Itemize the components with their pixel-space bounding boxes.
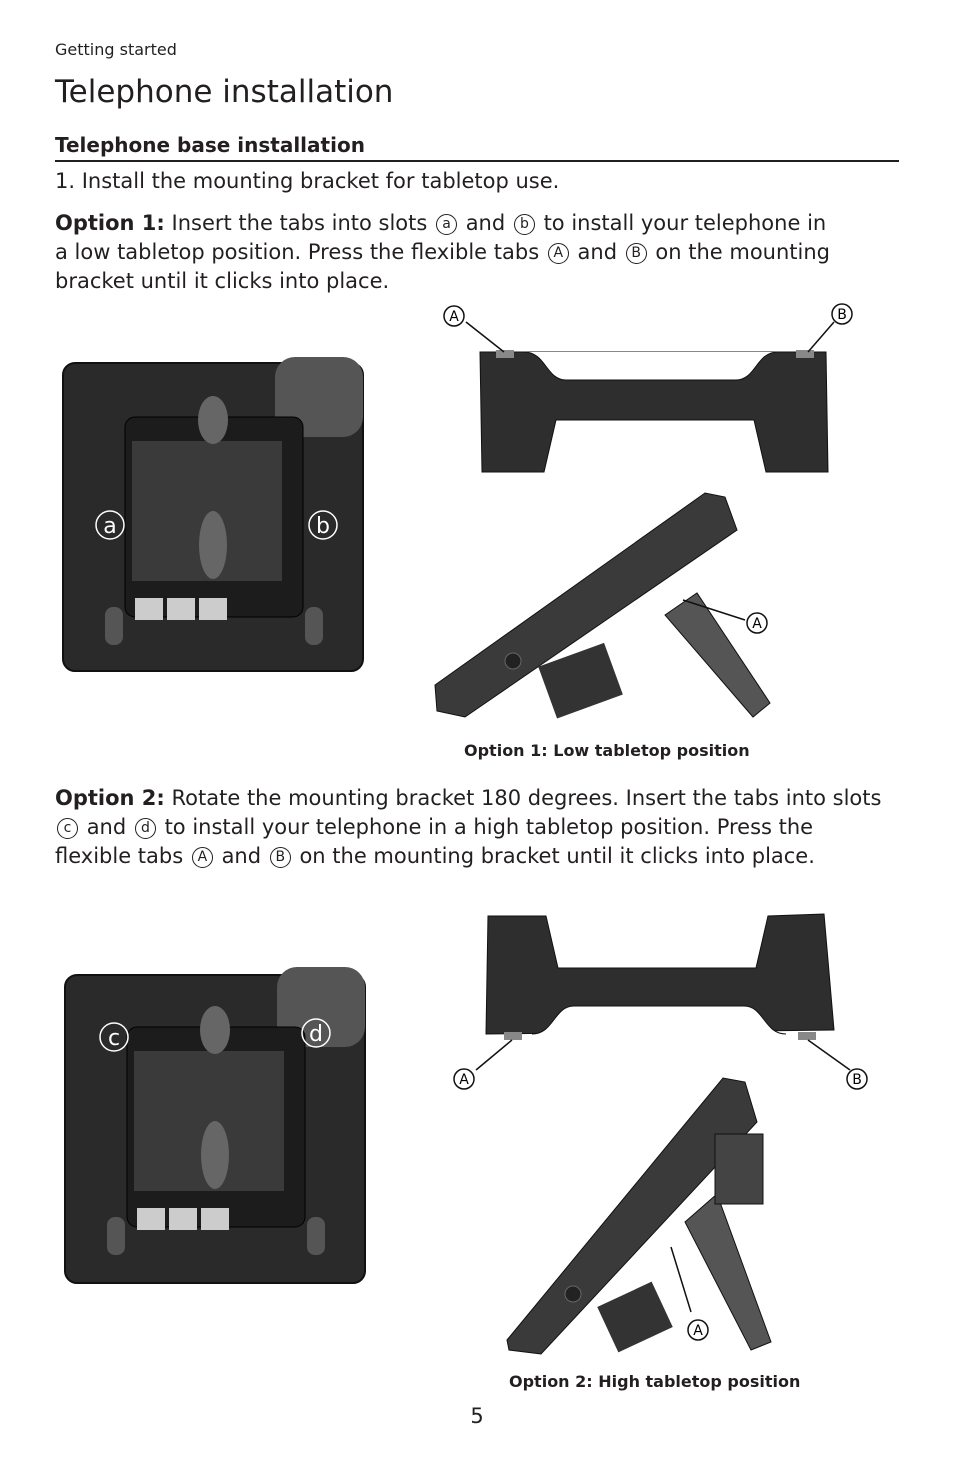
option-1-label: Option 1: (55, 211, 165, 235)
option-1-text: on the mounting (655, 240, 831, 264)
phone-side-high-figure: A (506, 1077, 772, 1355)
slot-b-marker: b (513, 214, 535, 235)
tab-b-marker: B (625, 243, 647, 264)
step-1-text: 1. Install the mounting bracket for tabl… (55, 169, 560, 193)
section-label: Getting started (55, 40, 177, 59)
tab-a-marker: A (191, 847, 213, 868)
tab-b-label: B (837, 307, 847, 323)
tab-b-marker: B (269, 847, 291, 868)
and-text: and (465, 211, 506, 235)
option-1-paragraph: Option 1: Insert the tabs into slots a a… (55, 209, 905, 296)
page-number: 5 (470, 1404, 484, 1428)
heading-rule (55, 160, 899, 162)
page-title: Telephone installation (55, 74, 394, 110)
option-1-text: to install your telephone in (543, 211, 827, 235)
option-1-text: Insert the tabs into slots (171, 211, 428, 235)
and-text: and (221, 844, 262, 868)
option-2-label: Option 2: (55, 786, 165, 810)
option-1-caption: Option 1: Low tabletop position (464, 741, 750, 760)
mounting-bracket-figure-2: A B (453, 913, 868, 1090)
and-text: and (577, 240, 618, 264)
option-2-text: to install your telephone in a high tabl… (164, 815, 814, 839)
tab-a-marker: A (547, 243, 569, 264)
option-1-text: bracket until it clicks into place. (55, 269, 390, 293)
slot-c-label: c (108, 1026, 120, 1051)
tab-a-label: A (752, 616, 762, 632)
tab-a-label: A (693, 1323, 703, 1339)
tab-a-label: A (449, 309, 459, 325)
tab-b-label: B (852, 1072, 862, 1088)
slot-a-label: a (103, 514, 116, 539)
option-2-text: Rotate the mounting bracket 180 degrees.… (171, 786, 882, 810)
phone-side-low-figure: A (434, 492, 771, 719)
tab-a-label: A (459, 1072, 469, 1088)
slot-d-marker: d (134, 818, 156, 839)
slot-d-label: d (309, 1022, 323, 1047)
option-2-caption: Option 2: High tabletop position (509, 1372, 801, 1391)
phone-back-figure-1: a b (62, 357, 364, 672)
option-2-text: on the mounting bracket until it clicks … (299, 844, 815, 868)
slot-c-marker: c (57, 818, 78, 839)
sub-heading: Telephone base installation (55, 133, 365, 157)
slot-b-label: b (316, 514, 330, 539)
phone-back-figure-2: c d (64, 967, 366, 1284)
option-2-paragraph: Option 2: Rotate the mounting bracket 18… (55, 784, 905, 871)
and-text: and (86, 815, 127, 839)
option-2-text: flexible tabs (55, 844, 184, 868)
slot-a-marker: a (436, 214, 457, 235)
mounting-bracket-figure-1: A B (443, 303, 853, 473)
option-1-text: a low tabletop position. Press the flexi… (55, 240, 540, 264)
